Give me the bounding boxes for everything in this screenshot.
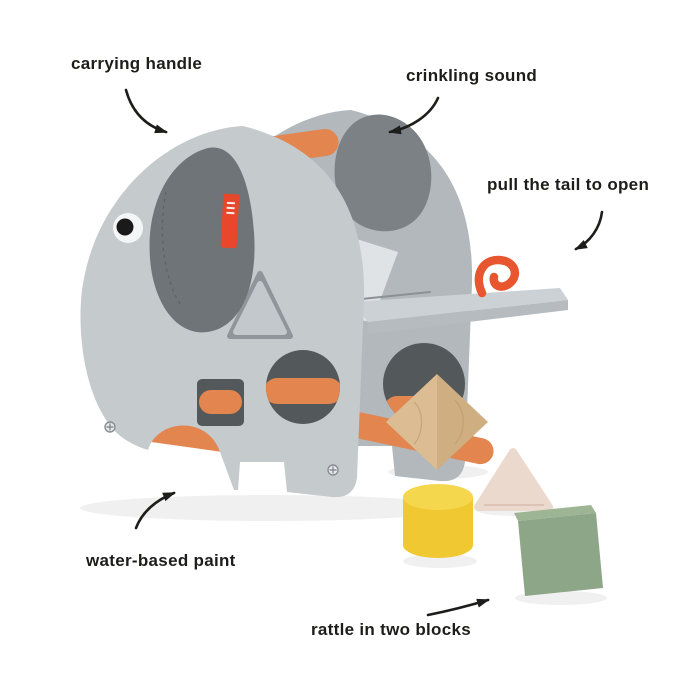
screw-front-right: [327, 464, 339, 476]
arrow-crinkling-sound: [388, 96, 440, 135]
triangle-cutout: [227, 271, 293, 339]
brand-tag: [220, 193, 240, 249]
arrow-water-paint: [134, 491, 176, 530]
wood-block: [386, 374, 488, 470]
elephant-ear-back: [334, 114, 432, 232]
tail-door-ramp: [352, 288, 568, 334]
arrow-pull-tail: [574, 210, 604, 251]
curly-tail: [474, 255, 520, 298]
cylinder-block: [403, 484, 473, 558]
rattle-rod-in-square: [199, 390, 242, 414]
cube-block: [514, 505, 603, 596]
label-crinkling-sound: crinkling sound: [406, 66, 538, 85]
label-water-paint: water-based paint: [86, 551, 236, 570]
annotation-arrows: [124, 88, 604, 617]
square-cutout: [197, 379, 244, 426]
triangle-block: [474, 448, 553, 511]
label-rattle-blocks: rattle in two blocks: [311, 620, 471, 639]
arrow-rattle-blocks: [426, 598, 490, 617]
rattle-rod-in-circle: [266, 378, 340, 404]
screw-front-left: [104, 421, 116, 433]
label-carrying-handle: carrying handle: [71, 54, 203, 73]
triangle-shape-block: [233, 281, 287, 335]
label-pull-tail: pull the tail to open: [487, 175, 650, 194]
circle-cutout: [266, 350, 340, 424]
elephant-ear-front: [149, 147, 255, 333]
arrow-carrying-handle: [124, 88, 168, 134]
